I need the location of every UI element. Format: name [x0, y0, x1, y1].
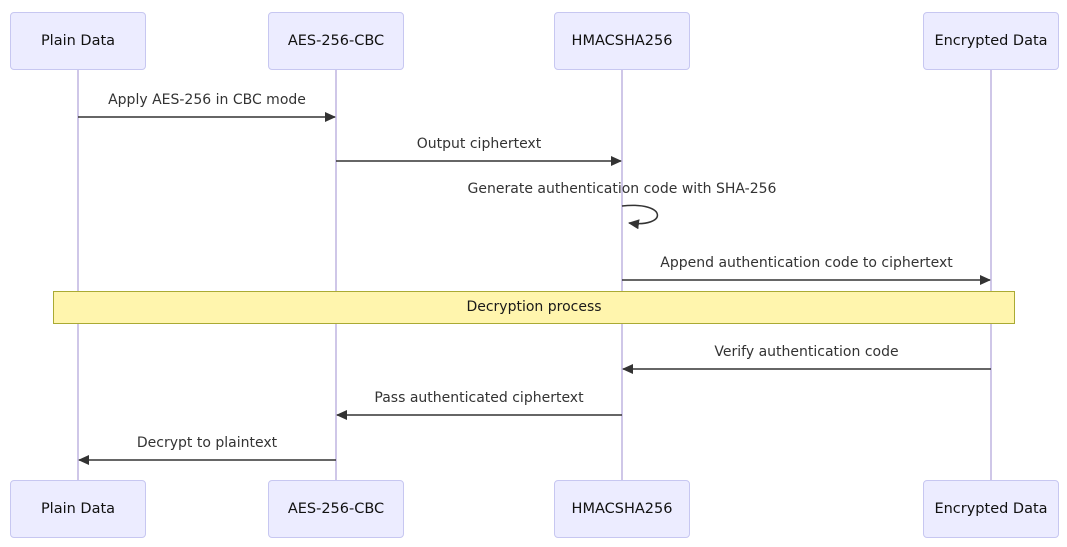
message-label: Pass authenticated ciphertext — [374, 390, 584, 406]
actor-plain-data-top: Plain Data — [10, 12, 146, 70]
actor-encrypted-data-top: Encrypted Data — [923, 12, 1059, 70]
message-label: Apply AES-256 in CBC mode — [108, 92, 306, 108]
message-label: Append authentication code to ciphertext — [660, 255, 953, 271]
message-label: Generate authentication code with SHA-25… — [467, 181, 777, 197]
note-decryption-process: Decryption process — [53, 291, 1015, 324]
message-label: Output ciphertext — [416, 136, 542, 152]
actor-hmacsha256-bottom: HMACSHA256 — [554, 480, 690, 538]
actor-plain-data-bottom: Plain Data — [10, 480, 146, 538]
actor-aes-256-cbc-bottom: AES-256-CBC — [268, 480, 404, 538]
actor-hmacsha256-top: HMACSHA256 — [554, 12, 690, 70]
message-label: Decrypt to plaintext — [136, 435, 278, 451]
self-message-arrow — [621, 204, 659, 230]
message-label: Verify authentication code — [714, 344, 899, 360]
actor-aes-256-cbc-top: AES-256-CBC — [268, 12, 404, 70]
actor-encrypted-data-bottom: Encrypted Data — [923, 480, 1059, 538]
